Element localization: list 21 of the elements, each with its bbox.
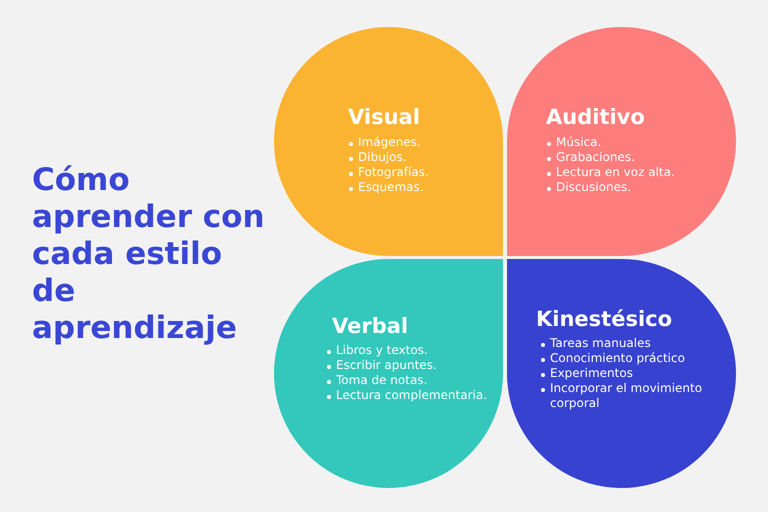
bullet-item: Conocimiento práctico <box>540 351 730 366</box>
bullet-item: Esquemas. <box>348 180 498 195</box>
bullet-item: Incorporar el movimiento corporal <box>540 381 730 411</box>
title: Cómo aprender con cada estilo de aprendizaje <box>32 162 266 347</box>
bullet-item: Discusiones. <box>546 180 721 195</box>
bullet-item: Lectura en voz alta. <box>546 165 721 180</box>
bullet-item: Lectura complementaria. <box>326 388 496 403</box>
petal-heading: Visual <box>348 105 420 129</box>
bullet-item: Escribir apuntes. <box>326 358 496 373</box>
bullet-item: Tareas manuales <box>540 336 730 351</box>
bullet-item: Imágenes. <box>348 135 498 150</box>
bullet-item: Fotografías. <box>348 165 498 180</box>
petal-heading: Auditivo <box>546 105 645 129</box>
petal-heading: Kinestésico <box>536 307 672 331</box>
petal-heading: Verbal <box>332 314 408 338</box>
bullet-item: Música. <box>546 135 721 150</box>
bullet-item: Grabaciones. <box>546 150 721 165</box>
bullet-item: Libros y textos. <box>326 343 496 358</box>
bullet-item: Dibujos. <box>348 150 498 165</box>
bullet-item: Toma de notas. <box>326 373 496 388</box>
bullet-item: Experimentos <box>540 366 730 381</box>
